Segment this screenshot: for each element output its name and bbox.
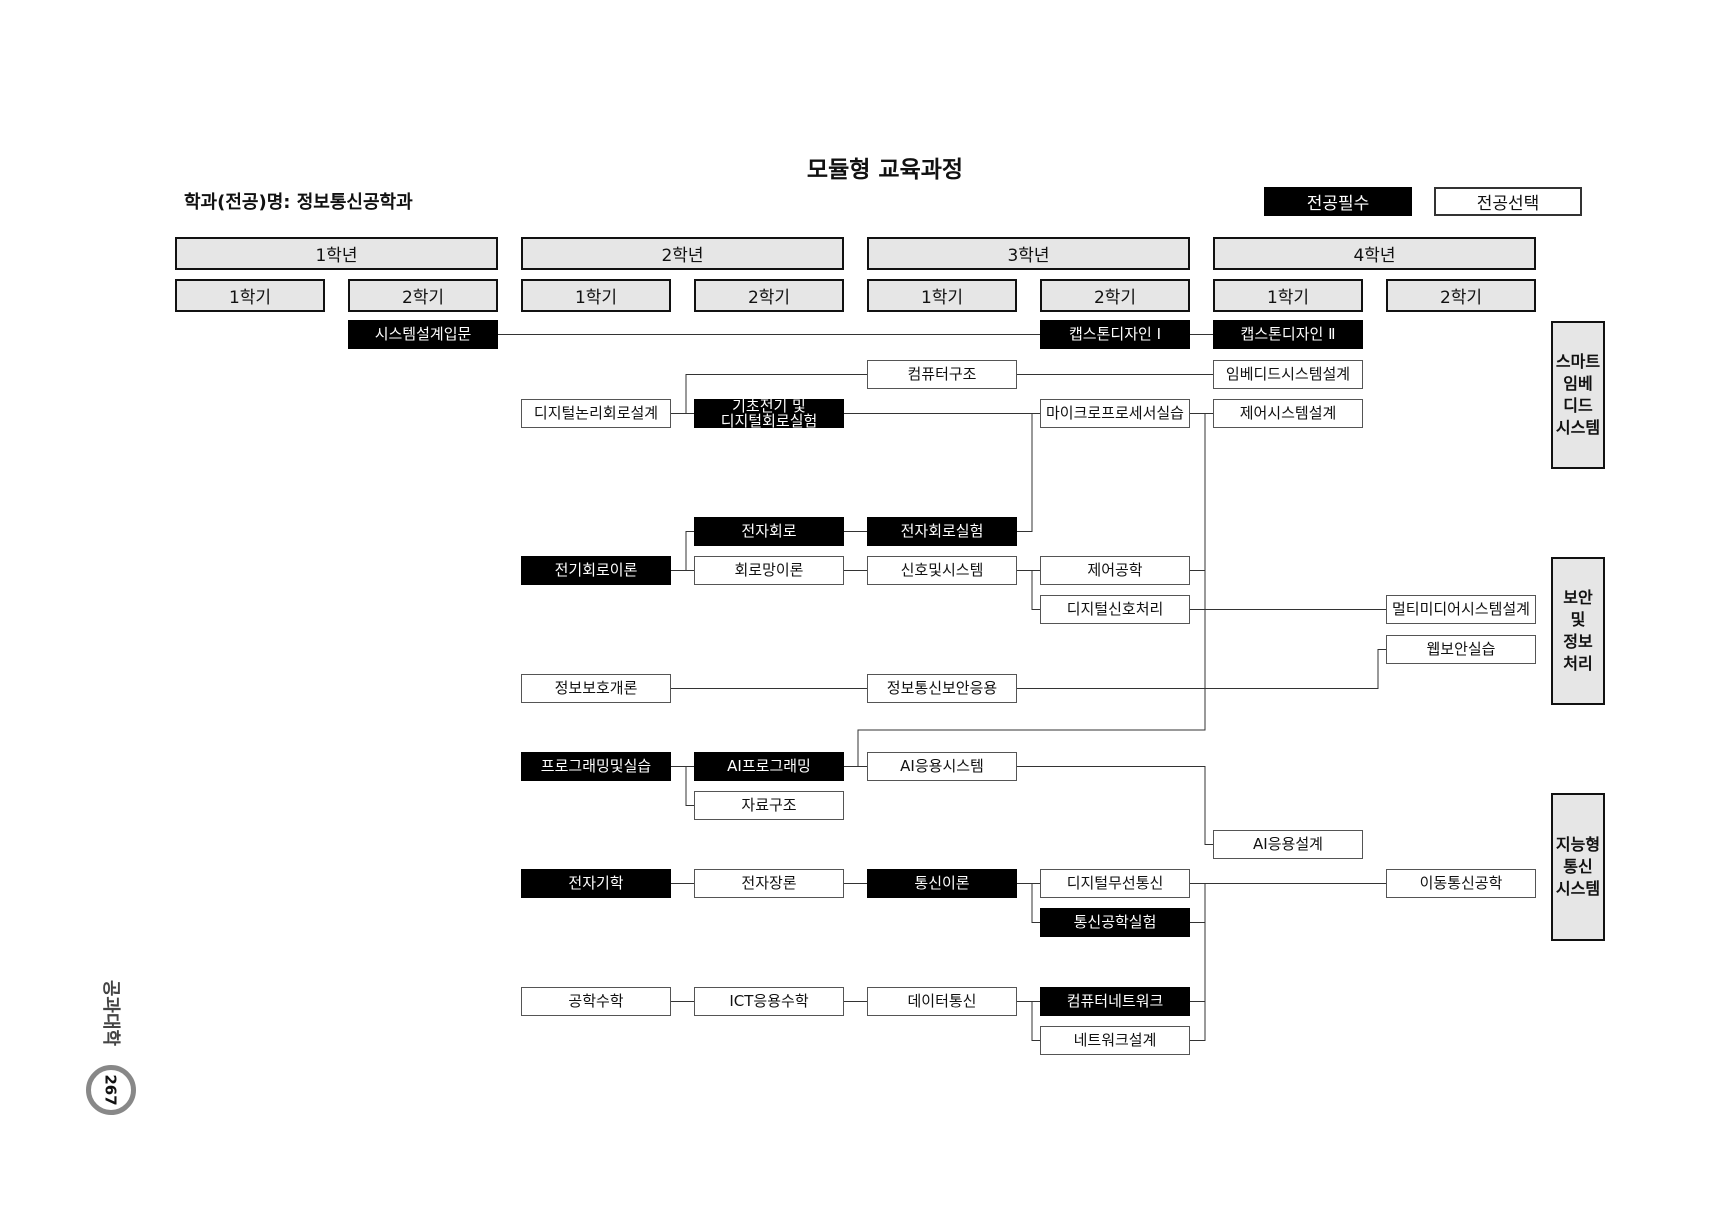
connector-line <box>1031 570 1040 610</box>
course-box[interactable]: 신호및시스템 <box>867 556 1017 585</box>
course-box[interactable]: 마이크로프로세서실습 <box>1040 399 1190 428</box>
year-header-3: 3학년 <box>867 237 1190 270</box>
course-box[interactable]: 멀티미디어시스템설계 <box>1386 595 1536 624</box>
course-box[interactable]: 프로그래밍및실습 <box>521 752 671 781</box>
connector-line <box>685 531 694 571</box>
course-box[interactable]: 이동통신공학 <box>1386 869 1536 898</box>
connector-line <box>1017 649 1386 689</box>
semester-header-3: 1학기 <box>521 279 671 312</box>
semester-header-8: 2학기 <box>1386 279 1536 312</box>
legend-elective: 전공선택 <box>1434 187 1582 216</box>
connector-line <box>1031 883 1040 923</box>
page-title: 모듈형 교육과정 <box>806 157 964 183</box>
course-box[interactable]: AI프로그래밍 <box>694 752 844 781</box>
course-box[interactable]: 통신이론 <box>867 869 1017 898</box>
course-box[interactable]: 디지털신호처리 <box>1040 595 1190 624</box>
course-box[interactable]: 디지털무선통신 <box>1040 869 1190 898</box>
course-box[interactable]: 통신공학실험 <box>1040 908 1190 937</box>
course-box[interactable]: AI응용시스템 <box>867 752 1017 781</box>
connector-line <box>1190 883 1206 1041</box>
semester-header-2: 2학기 <box>348 279 498 312</box>
course-box[interactable]: 디지털논리회로설계 <box>521 399 671 428</box>
connector-line <box>844 413 1206 767</box>
course-box[interactable]: 네트워크설계 <box>1040 1026 1190 1055</box>
year-header-2: 2학년 <box>521 237 844 270</box>
course-box[interactable]: 시스템설계입문 <box>348 320 498 349</box>
course-box[interactable]: 정보통신보안응용 <box>867 674 1017 703</box>
module-label-3: 지능형 통신 시스템 <box>1551 793 1605 941</box>
course-box[interactable]: 캡스톤디자인 Ⅰ <box>1040 320 1190 349</box>
connector-line <box>1017 413 1033 532</box>
semester-header-4: 2학기 <box>694 279 844 312</box>
legend-required: 전공필수 <box>1264 187 1412 216</box>
connector-line <box>685 374 867 414</box>
course-box[interactable]: 기초전기 및 디지털회로실험 <box>694 398 844 428</box>
course-box[interactable]: 공학수학 <box>521 987 671 1016</box>
course-box[interactable]: 전자회로 <box>694 517 844 546</box>
connector-line <box>1031 1001 1040 1041</box>
course-box[interactable]: 전자기학 <box>521 869 671 898</box>
course-box[interactable]: AI응용설계 <box>1213 830 1363 859</box>
course-box[interactable]: 컴퓨터네트워크 <box>1040 987 1190 1016</box>
semester-header-7: 1학기 <box>1213 279 1363 312</box>
semester-header-5: 1학기 <box>867 279 1017 312</box>
college-side-label: 공과대학 <box>100 979 121 1047</box>
course-box[interactable]: 웹보안실습 <box>1386 635 1536 664</box>
course-box[interactable]: 제어시스템설계 <box>1213 399 1363 428</box>
semester-header-6: 2학기 <box>1040 279 1190 312</box>
module-label-2: 보안 및 정보 처리 <box>1551 557 1605 705</box>
course-box[interactable]: 전기회로이론 <box>521 556 671 585</box>
course-box[interactable]: 캡스톤디자인 Ⅱ <box>1213 320 1363 349</box>
course-box[interactable]: 데이터통신 <box>867 987 1017 1016</box>
course-box[interactable]: 전자회로실험 <box>867 517 1017 546</box>
module-label-1: 스마트 임베 디드 시스템 <box>1551 321 1605 469</box>
course-box[interactable]: 전자장론 <box>694 869 844 898</box>
course-box[interactable]: 컴퓨터구조 <box>867 360 1017 389</box>
department-name: 학과(전공)명: 정보통신공학과 <box>184 192 413 213</box>
course-box[interactable]: 회로망이론 <box>694 556 844 585</box>
connector-line <box>685 766 694 806</box>
course-box[interactable]: 자료구조 <box>694 791 844 820</box>
page-number: 267 <box>86 1065 136 1115</box>
course-box[interactable]: 정보보호개론 <box>521 674 671 703</box>
course-box[interactable]: 임베디드시스템설계 <box>1213 360 1363 389</box>
year-header-4: 4학년 <box>1213 237 1536 270</box>
semester-header-1: 1학기 <box>175 279 325 312</box>
course-box[interactable]: 제어공학 <box>1040 556 1190 585</box>
connector-line <box>1017 766 1213 845</box>
year-header-1: 1학년 <box>175 237 498 270</box>
course-box[interactable]: ICT응용수학 <box>694 987 844 1016</box>
